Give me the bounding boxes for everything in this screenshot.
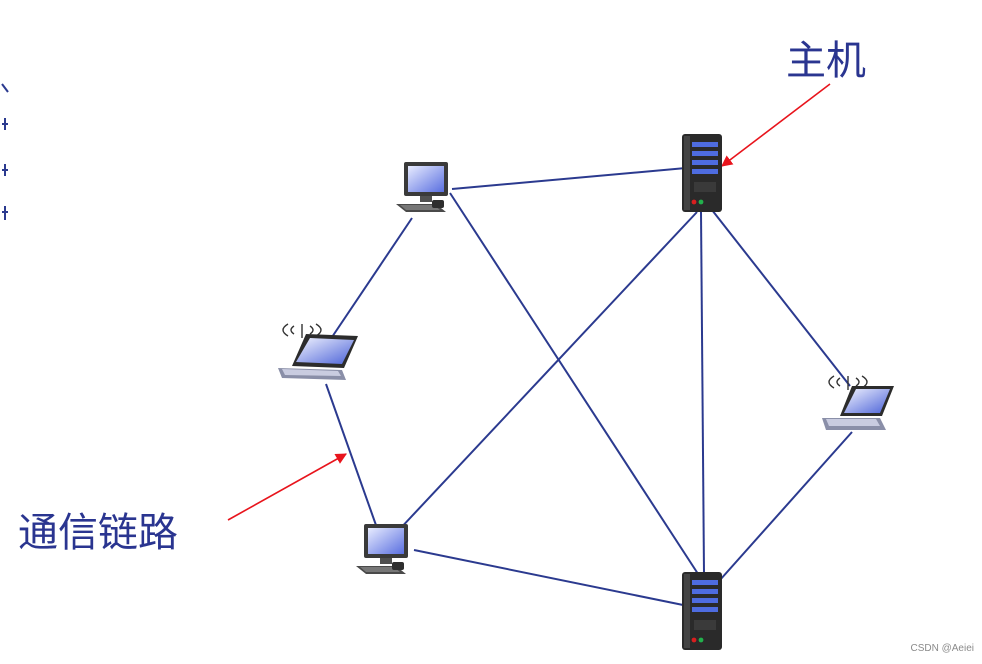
link-desktop-top-to-server-bottom [450,193,702,580]
wireless-laptop-icon [278,324,358,380]
server-tower-icon [682,134,722,212]
link-desktop-bottom-to-server-top [382,212,697,548]
link-annotation-arrow [228,454,346,520]
link-desktop-top-to-laptop-left [326,218,412,346]
link-server-top-to-laptop-right [712,210,850,386]
communication-link-label: 通信链路 [18,500,178,558]
link-laptop-right-to-server-bottom [720,432,852,580]
link-laptop-left-to-desktop-bottom [326,384,377,528]
wireless-laptop-icon [822,376,894,430]
annotation-arrows [228,84,830,520]
desktop-computer-icon [356,524,408,574]
host-annotation-arrow [722,84,830,166]
link-desktop-bottom-to-server-bottom [414,550,688,606]
watermark: CSDN @Aeiei [910,643,974,654]
link-server-top-to-server-bottom [701,212,704,574]
desktop-computer-icon [396,162,448,212]
link-desktop-top-to-server-top [452,168,686,189]
server-tower-icon [682,572,722,650]
host-label: 主机 [786,28,866,86]
